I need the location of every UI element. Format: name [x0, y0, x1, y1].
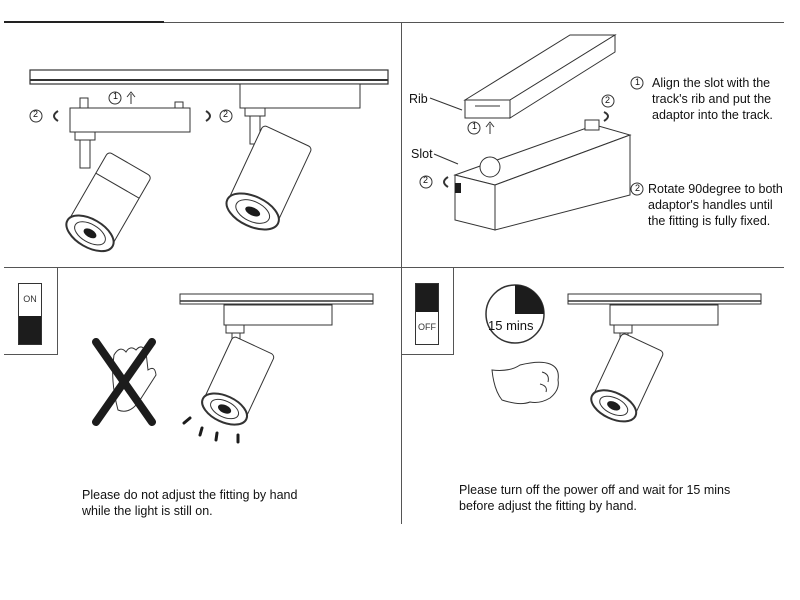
switch-off-frame-bottom — [401, 354, 454, 355]
adaptor-step2-marker-left: 2 — [423, 175, 429, 185]
switch-on-label: ON — [23, 294, 37, 304]
rotate-left-icon — [28, 108, 68, 129]
step2-marker-left: 2 — [33, 109, 39, 119]
adaptor-lift-icon — [466, 120, 506, 141]
step2-instructions: Rotate 90degree to both adaptor's handle… — [648, 182, 783, 228]
adaptor-step2-marker-right: 2 — [605, 95, 611, 105]
step2-text-marker: 2 — [635, 183, 641, 193]
timer-icon — [485, 284, 545, 344]
switch-frame-right — [57, 268, 58, 354]
step1-circle-icon — [630, 76, 644, 90]
rotate-right-icon — [202, 108, 242, 129]
spotlight-off — [590, 304, 719, 423]
warning-on-caption: Please do not adjust the fitting by hand… — [82, 488, 298, 518]
rib-pointer — [429, 97, 463, 111]
adaptor-body — [453, 119, 632, 231]
step2-marker-right: 2 — [223, 109, 229, 119]
adaptor-step1-marker: 1 — [472, 121, 478, 131]
lift-up-icon — [107, 90, 147, 111]
warning-off-caption: Please turn off the power off and wait f… — [459, 483, 731, 513]
adaptor-rotate-left-icon — [418, 174, 458, 195]
track-rail-off — [567, 293, 762, 305]
timer-label: 15 mins — [488, 318, 534, 333]
track-rail — [29, 69, 389, 85]
step1-text-marker: 1 — [635, 77, 641, 87]
track-section — [463, 34, 617, 119]
step1-instructions: Align the slot with the track's rib and … — [652, 76, 773, 122]
hand-icon — [112, 346, 157, 412]
adaptor-rotate-right-icon — [600, 94, 616, 129]
rib-label: Rib — [409, 92, 428, 106]
power-switch-off: OFF — [415, 283, 439, 345]
top-rule — [164, 22, 784, 23]
step2-circle-icon — [630, 182, 644, 196]
vertical-divider — [401, 22, 402, 524]
fist-hand-icon — [491, 361, 559, 405]
horizontal-divider — [4, 267, 784, 268]
top-rule-thick — [4, 21, 164, 23]
slot-pointer — [433, 153, 459, 165]
switch-frame-bottom — [4, 354, 58, 355]
spotlight-on — [182, 304, 333, 444]
spotlight-right — [225, 83, 361, 231]
spotlight-left — [65, 97, 191, 253]
step1-marker: 1 — [113, 91, 119, 101]
switch-off-label: OFF — [418, 322, 436, 332]
prohibited-x-icon — [92, 338, 156, 426]
power-switch-on: ON — [18, 283, 42, 345]
switch-off-frame-right — [453, 268, 454, 354]
track-rail-on — [179, 293, 374, 305]
slot-label: Slot — [411, 147, 433, 161]
